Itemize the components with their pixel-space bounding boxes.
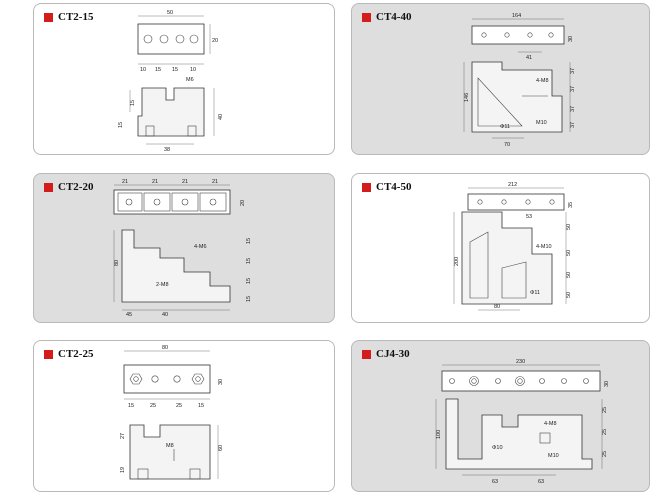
red-square-icon <box>362 349 371 359</box>
dim-label: 212 <box>508 182 517 188</box>
dim-label: 21 <box>182 179 188 185</box>
dim-label: 80 <box>162 345 168 351</box>
dim-label: 19 <box>120 467 126 473</box>
dim-label: 4-M8 <box>544 421 557 427</box>
dim-label: M8 <box>166 443 174 449</box>
card-ct2-15: CT2-15 50 20 10 15 15 10 M6 15 15 40 38 <box>33 3 335 155</box>
card-ct4-50: CT4-50 212 35 53 4-M10 50 200 50 Φ11 50 … <box>351 173 650 323</box>
dim-label: 20 <box>240 200 246 206</box>
dim-label: 45 <box>126 312 132 318</box>
dim-label: 21 <box>122 179 128 185</box>
diagram-ct4-40: 164 30 41 4-M8 37 37 146 37 M10 Φ11 37 7… <box>463 13 576 148</box>
dim-label: 15 <box>246 258 252 264</box>
dim-label: 15 <box>246 278 252 284</box>
dim-label: 63 <box>538 479 544 485</box>
red-square-icon <box>362 12 371 22</box>
dim-label: 4-M6 <box>194 244 207 250</box>
model-label: CT4-50 <box>376 181 412 193</box>
dim-label: 70 <box>504 142 510 148</box>
dim-label: 15 <box>198 403 204 409</box>
dim-label: 50 <box>566 250 572 256</box>
dim-label: 100 <box>436 430 442 439</box>
dim-label: 37 <box>570 122 576 128</box>
dim-label: 25 <box>150 403 156 409</box>
dim-label: 60 <box>218 445 224 451</box>
dim-label: 50 <box>566 292 572 298</box>
dim-label: 63 <box>492 479 498 485</box>
dim-label: 15 <box>246 238 252 244</box>
red-square-icon <box>44 182 53 192</box>
dim-label: 37 <box>570 106 576 112</box>
dim-label: 230 <box>516 359 525 365</box>
dim-label: 15 <box>128 403 134 409</box>
dim-label: 41 <box>526 55 532 61</box>
dim-label: Φ11 <box>530 290 540 296</box>
dim-label: 37 <box>570 68 576 74</box>
dim-label: 80 <box>114 260 120 266</box>
dim-label: 53 <box>526 214 532 220</box>
diagram-ct4-50: 212 35 53 4-M10 50 200 50 Φ11 50 50 80 <box>453 182 574 311</box>
diagram-ct2-15: 50 20 10 15 15 10 M6 15 15 40 38 <box>118 10 224 153</box>
diagram-ct2-20: 21 21 21 21 20 80 4-M6 15 15 15 2-M8 15 … <box>113 179 252 318</box>
card-title: CT2-25 <box>44 348 93 360</box>
dim-label: 25 <box>602 451 608 457</box>
dim-label: 37 <box>570 86 576 92</box>
dim-label: 10 <box>140 67 146 73</box>
card-ct2-25: CT2-25 80 30 15 25 25 15 27 M8 60 19 <box>33 340 335 492</box>
model-label: CT4-40 <box>376 11 412 23</box>
model-label: CT2-25 <box>58 348 94 360</box>
dim-label: 27 <box>120 433 126 439</box>
dim-label: 40 <box>162 312 168 318</box>
dim-label: 15 <box>118 122 124 128</box>
dim-label: 30 <box>568 36 574 42</box>
dim-label: 50 <box>566 224 572 230</box>
dim-label: 4-M8 <box>536 78 549 84</box>
dim-label: M10 <box>548 453 559 459</box>
dim-label: 30 <box>604 381 610 387</box>
dim-label: 164 <box>512 13 521 19</box>
dim-label: 50 <box>167 10 173 16</box>
dim-label: 20 <box>212 38 218 44</box>
dim-label: M10 <box>536 120 547 126</box>
dim-label: 21 <box>152 179 158 185</box>
dim-label: 10 <box>190 67 196 73</box>
card-ct2-20: CT2-20 21 21 21 21 20 80 4-M6 15 15 15 2… <box>33 173 335 323</box>
card-title: CT4-50 <box>362 181 411 193</box>
card-title: CT2-20 <box>44 181 93 193</box>
card-ct4-40: CT4-40 164 30 41 4-M8 37 37 146 37 M10 Φ… <box>351 3 650 155</box>
dim-label: 200 <box>454 257 460 266</box>
dim-label: 25 <box>602 429 608 435</box>
red-square-icon <box>44 349 53 359</box>
dim-label: 146 <box>464 93 470 102</box>
model-label: CT2-15 <box>58 11 94 23</box>
dim-label: 25 <box>176 403 182 409</box>
dim-label: 40 <box>218 114 224 120</box>
card-title: CT4-40 <box>362 11 411 23</box>
card-title: CT2-15 <box>44 11 93 23</box>
dim-label: 2-M8 <box>156 282 169 288</box>
card-title: CJ4-30 <box>362 348 410 360</box>
dim-label: 15 <box>172 67 178 73</box>
dim-label: 21 <box>212 179 218 185</box>
dim-label: 15 <box>246 296 252 302</box>
model-label: CJ4-30 <box>376 348 410 360</box>
dim-label: 50 <box>566 272 572 278</box>
diagram-ct2-25: 80 30 15 25 25 15 27 M8 60 19 <box>120 345 224 480</box>
model-label: CT2-20 <box>58 181 94 193</box>
dim-label: Φ10 <box>492 445 503 451</box>
dim-label: 25 <box>602 407 608 413</box>
dim-label: 15 <box>155 67 161 73</box>
dim-label: M6 <box>186 77 194 83</box>
diagram-cj4-30: 230 30 4-M8 25 100 Φ10 M10 25 25 63 63 <box>435 359 610 485</box>
dim-label: 15 <box>130 100 136 106</box>
red-square-icon <box>44 12 53 22</box>
dim-label: 38 <box>164 147 170 153</box>
dim-label: 80 <box>494 304 500 310</box>
card-cj4-30: CJ4-30 230 30 4-M8 25 100 Φ10 M10 25 25 … <box>351 340 650 492</box>
red-square-icon <box>362 182 371 192</box>
dim-label: 35 <box>568 202 574 208</box>
dim-label: Φ11 <box>500 124 510 130</box>
dim-label: 30 <box>218 379 224 385</box>
dim-label: 4-M10 <box>536 244 552 250</box>
